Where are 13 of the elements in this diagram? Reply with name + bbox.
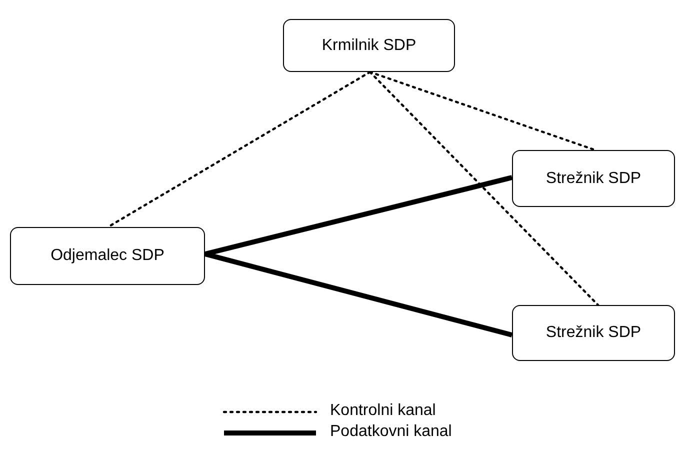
node-label: Krmilnik SDP bbox=[322, 36, 416, 54]
legend-label: Kontrolni kanal bbox=[330, 402, 436, 420]
process-box bbox=[10, 227, 205, 285]
process-box bbox=[283, 19, 455, 72]
dotted-line bbox=[368, 70, 600, 306]
data-line bbox=[204, 252, 513, 338]
process-box bbox=[512, 150, 675, 207]
node-label: Odjemalec SDP bbox=[50, 247, 164, 265]
node-label: Strežnik SDP bbox=[546, 324, 642, 342]
node-label: Strežnik SDP bbox=[546, 170, 642, 188]
process-box bbox=[512, 305, 675, 361]
data-line bbox=[204, 175, 513, 256]
legend-label: Podatkovni kanal bbox=[330, 423, 452, 441]
